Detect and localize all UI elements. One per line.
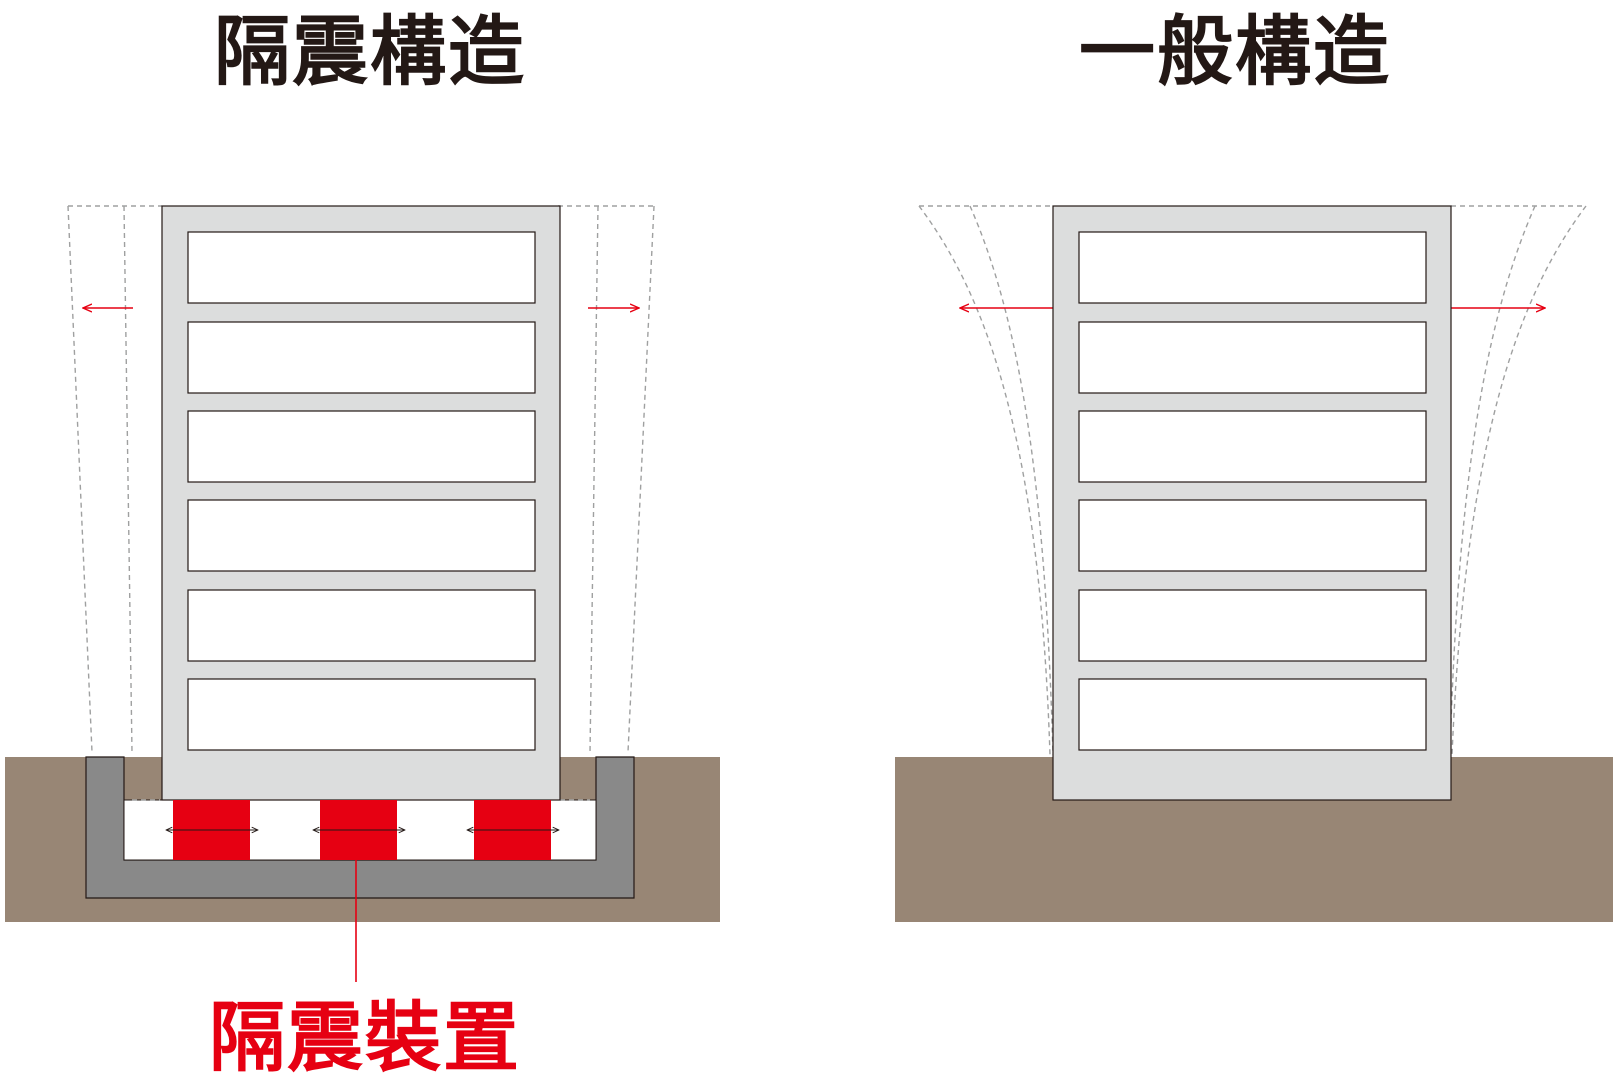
floor-1 [187,231,536,304]
building-conventional [1052,205,1452,801]
floor-1 [1078,231,1427,304]
floor-4 [187,499,536,572]
foundation-pit [85,756,635,899]
floor-2 [187,321,536,394]
sway-outline-left [67,205,655,801]
isolation-structure-diagram [5,205,720,982]
floor-5 [187,589,536,662]
floor-3 [1078,410,1427,483]
floor-6 [187,678,536,751]
sway-outline-right [918,205,1587,756]
conventional-structure-diagram [895,205,1613,922]
floor-2 [1078,321,1427,394]
floor-3 [187,410,536,483]
floor-5 [1078,589,1427,662]
title-isolation-structure: 隔震構造 [214,7,526,96]
title-conventional-structure: 一般構造 [1079,7,1391,96]
floor-4 [1078,499,1427,572]
floor-6 [1078,678,1427,751]
isolators [166,800,559,860]
isolation-device-label: 隔震裝置 [209,993,521,1082]
building-isolated [161,205,561,801]
